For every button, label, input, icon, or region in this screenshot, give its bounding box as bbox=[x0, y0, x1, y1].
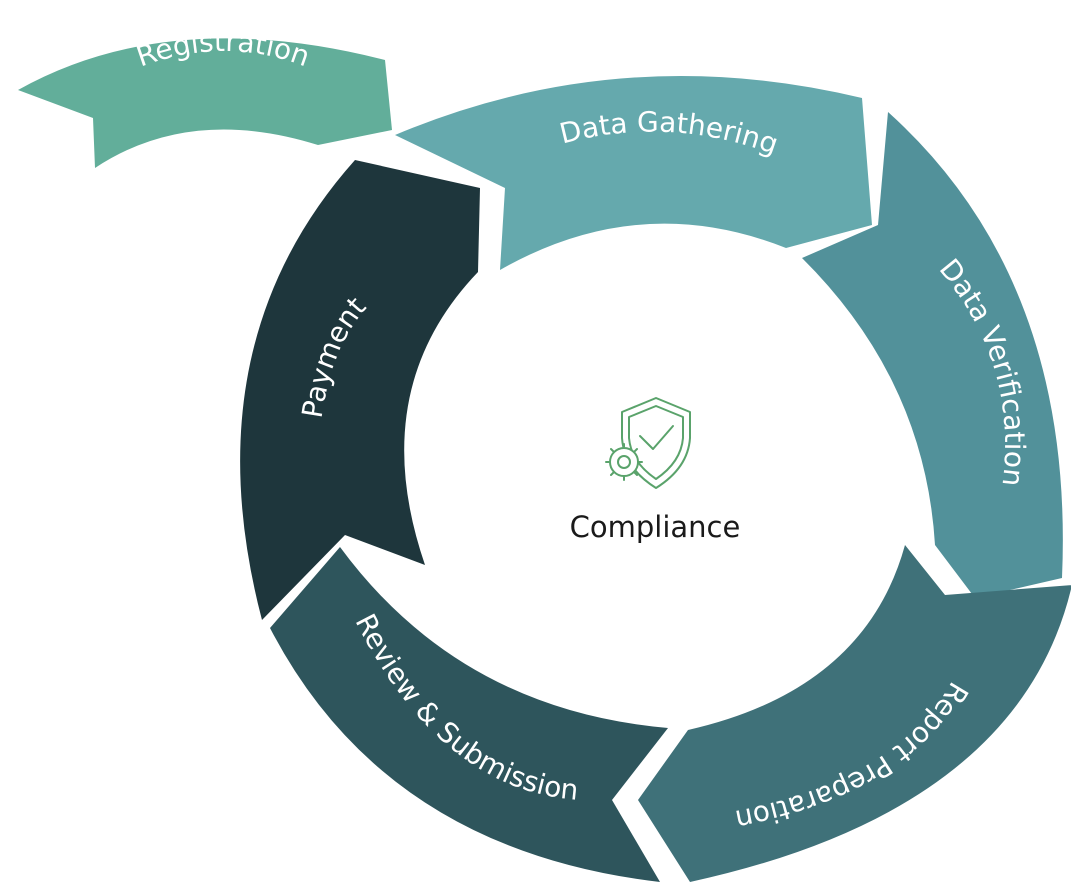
segment-report-preparation[interactable] bbox=[638, 545, 1071, 882]
segment-payment[interactable] bbox=[240, 160, 480, 620]
segment-review-submission[interactable] bbox=[270, 547, 668, 882]
segment-data-gathering[interactable] bbox=[395, 76, 872, 271]
shield-check-gear-icon bbox=[605, 397, 691, 489]
segment-registration[interactable] bbox=[18, 38, 392, 169]
segment-data-verification[interactable] bbox=[802, 112, 1063, 598]
center-title: Compliance bbox=[570, 510, 741, 544]
